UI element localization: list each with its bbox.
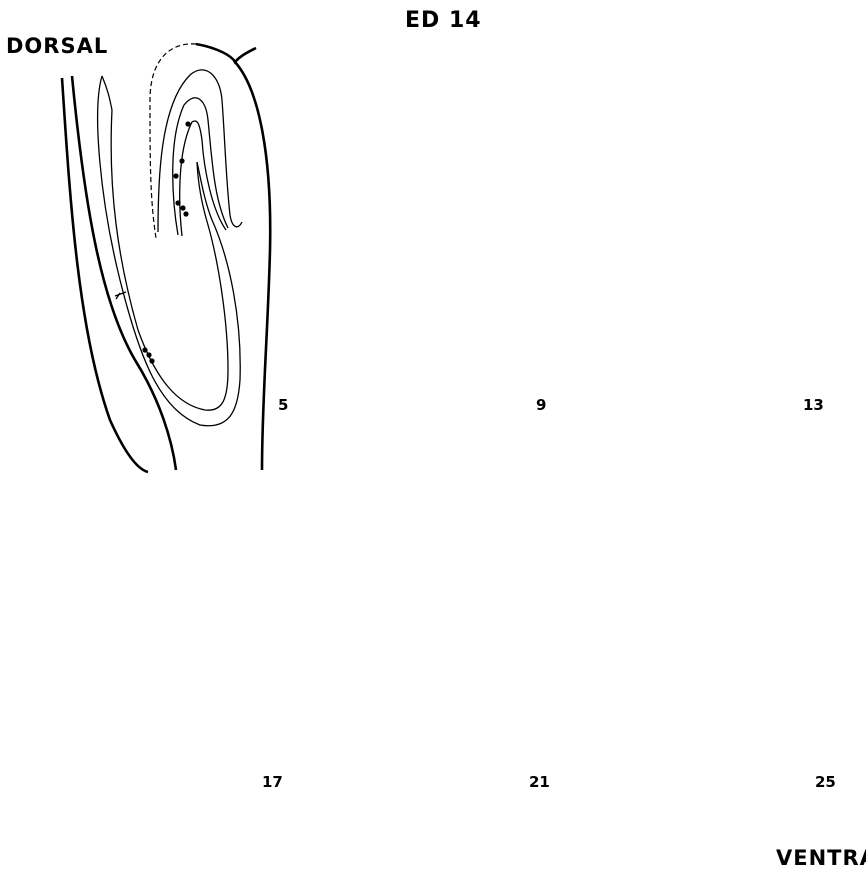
section-number-5: 5 <box>278 396 288 414</box>
section-number-25: 25 <box>815 773 836 791</box>
section-number-9: 9 <box>536 396 546 414</box>
section-number-13: 13 <box>803 396 824 414</box>
section-number-21: 21 <box>529 773 550 791</box>
section-5-drawing <box>62 44 270 472</box>
section-number-17: 17 <box>262 773 283 791</box>
